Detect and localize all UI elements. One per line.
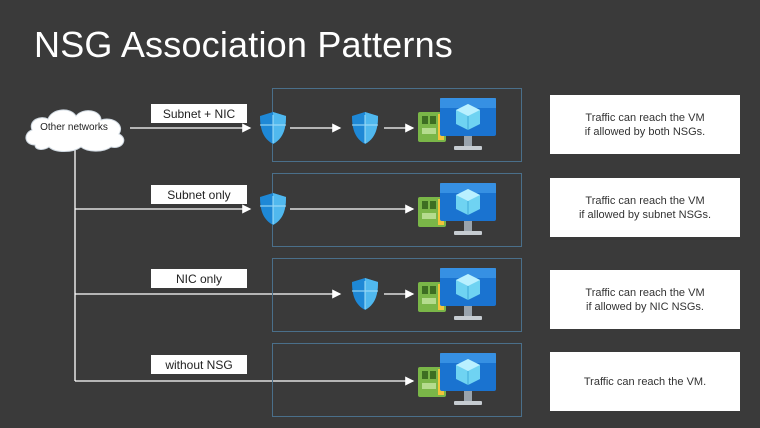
cloud-icon: [25, 109, 125, 152]
subnet-zone-4: [272, 343, 522, 417]
page-title: NSG Association Patterns: [34, 24, 453, 65]
description-line: Traffic can reach the VM: [585, 286, 705, 299]
nic-vm-icon: [418, 98, 496, 150]
source-label: Other networks: [40, 121, 108, 133]
description-line: if allowed by subnet NSGs.: [578, 208, 712, 221]
row-label-subnet-only: Subnet only: [151, 185, 247, 204]
nsg-shield-icon: [260, 112, 286, 144]
description-box-subnet-nic: Traffic can reach the VM if allowed by b…: [550, 95, 740, 154]
subnet-zone-3: [272, 258, 522, 332]
description-box-subnet-only: Traffic can reach the VM if allowed by s…: [550, 178, 740, 237]
nsg-shield-icon: [260, 193, 286, 225]
description-box-nic-only: Traffic can reach the VM if allowed by N…: [550, 270, 740, 329]
nic-vm-icon: [418, 183, 496, 235]
nic-vm-icon: [418, 268, 496, 320]
row-label-subnet-nic: Subnet + NIC: [151, 104, 247, 123]
nsg-shield-icon: [352, 112, 378, 144]
row-label-without-nsg: without NSG: [151, 355, 247, 374]
row-label-nic-only: NIC only: [151, 269, 247, 288]
nsg-shield-icon: [352, 278, 378, 310]
description-line: Traffic can reach the VM: [585, 111, 705, 124]
description-line: if allowed by both NSGs.: [584, 125, 706, 138]
description-line: if allowed by NIC NSGs.: [586, 300, 704, 313]
description-line: Traffic can reach the VM.: [583, 375, 707, 388]
description-box-without-nsg: Traffic can reach the VM.: [550, 352, 740, 411]
description-line: Traffic can reach the VM: [585, 194, 705, 207]
nic-vm-icon: [418, 353, 496, 405]
